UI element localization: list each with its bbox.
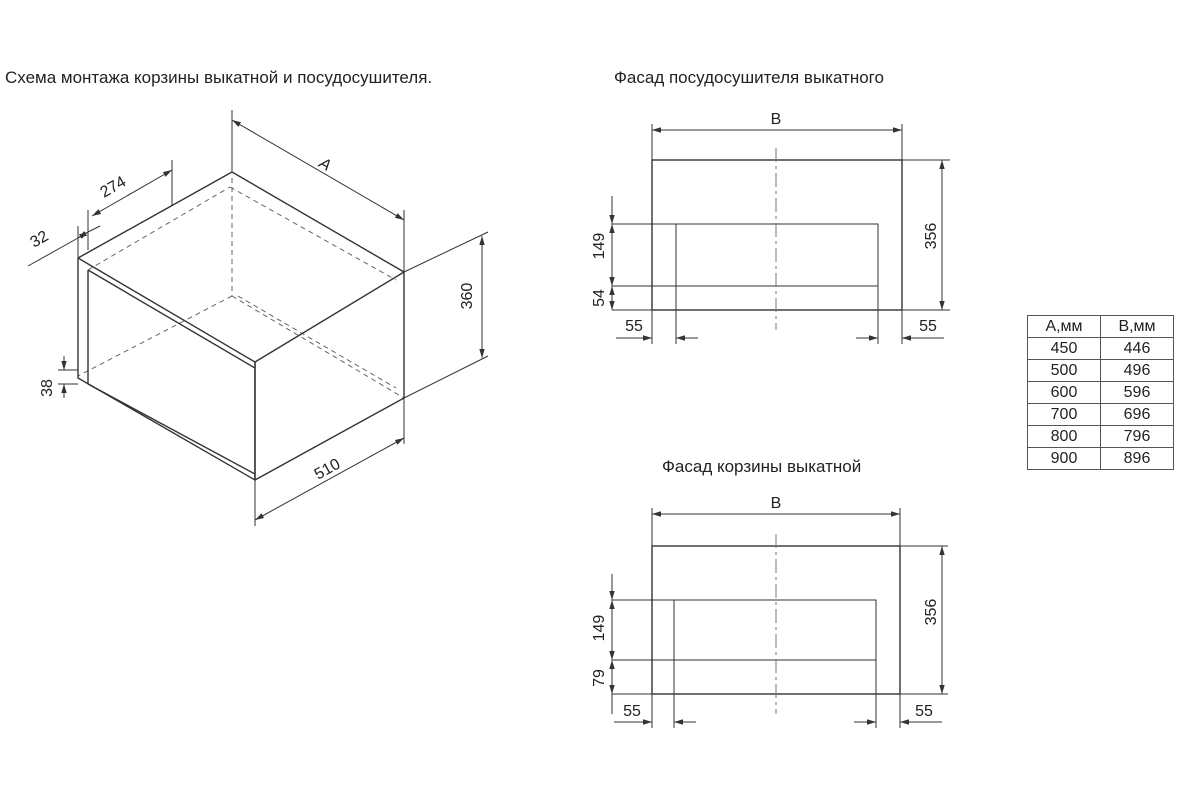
- cell-b: 796: [1100, 425, 1174, 448]
- basket-dim-55-left-label: 55: [623, 703, 641, 720]
- basket-dim-b-label: B: [771, 495, 782, 512]
- cell-b: 496: [1100, 359, 1174, 382]
- dim-510-label: 510: [312, 456, 344, 484]
- dim-360-label: 360: [459, 283, 476, 310]
- header-b: B,мм: [1100, 315, 1174, 338]
- dim-38-label: 38: [39, 379, 56, 397]
- cell-b: 896: [1100, 447, 1174, 470]
- dim-32-label: 32: [28, 228, 52, 252]
- cell-b: 596: [1100, 381, 1174, 404]
- dryer-facade-outline: [651, 159, 903, 311]
- basket-dim-79-label: 79: [591, 669, 608, 687]
- table-row: 600 596: [1027, 381, 1174, 404]
- basket-dim-149-label: 149: [591, 615, 608, 642]
- dryer-dim-149-label: 149: [591, 233, 608, 260]
- dim-a: A: [231, 110, 405, 272]
- hidden-edges: [77, 178, 405, 399]
- cell-a: 800: [1027, 425, 1101, 448]
- table-row: 900 896: [1027, 447, 1174, 470]
- dim-a-label: A: [315, 154, 334, 175]
- dryer-dim-55-right-label: 55: [919, 318, 937, 335]
- cell-a: 900: [1027, 447, 1101, 470]
- dim-510: 510: [254, 398, 405, 526]
- cell-a: 500: [1027, 359, 1101, 382]
- basket-dim-356-label: 356: [923, 599, 940, 626]
- basket-facade: B 356 149 79 55 55: [591, 495, 948, 728]
- isometric-box: A 274 32 360 3: [28, 110, 489, 526]
- dryer-dim-55-left-label: 55: [625, 318, 643, 335]
- cell-a: 700: [1027, 403, 1101, 426]
- dryer-facade-title: Фасад посудосушителя выкатного: [614, 68, 884, 87]
- cell-b: 696: [1100, 403, 1174, 426]
- header-a: A,мм: [1027, 315, 1101, 338]
- basket-dim-55-right-label: 55: [915, 703, 933, 720]
- visible-edges: [77, 171, 405, 482]
- table-row: 700 696: [1027, 403, 1174, 426]
- dryer-dim-356-label: 356: [923, 223, 940, 250]
- dryer-dim-b-label: B: [771, 111, 782, 128]
- cell-a: 600: [1027, 381, 1101, 404]
- table-row: 800 796: [1027, 425, 1174, 448]
- cell-b: 446: [1100, 337, 1174, 360]
- table-row: 450 446: [1027, 337, 1174, 360]
- dryer-dim-54-label: 54: [591, 289, 608, 307]
- dim-360: 360: [403, 231, 489, 399]
- dim-274: 274: [87, 160, 173, 250]
- dim-32: 32: [28, 225, 101, 267]
- table-row: 500 496: [1027, 359, 1174, 382]
- cell-a: 450: [1027, 337, 1101, 360]
- main-title: Схема монтажа корзины выкатной и посудос…: [5, 68, 433, 87]
- size-table-header-row: A,мм B,мм: [1027, 315, 1174, 338]
- dim-38: 38: [39, 356, 78, 398]
- size-table: A,мм B,мм 450 446 500 496 600 596 700 69…: [1027, 315, 1174, 470]
- basket-facade-title: Фасад корзины выкатной: [662, 457, 862, 476]
- dryer-facade: B 356 149 54 55 55: [591, 111, 950, 344]
